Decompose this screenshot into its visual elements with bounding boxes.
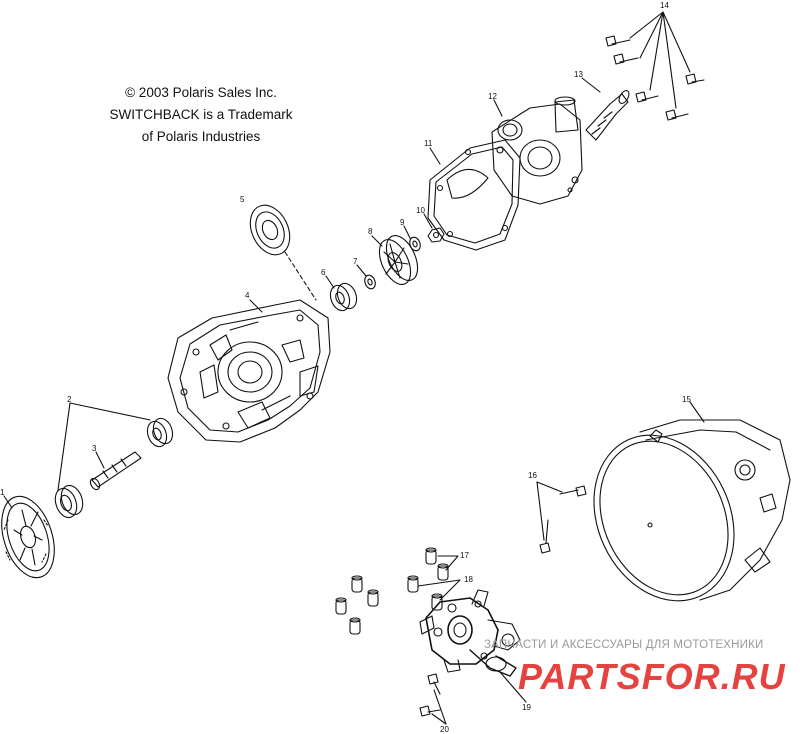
- leader-18: [417, 579, 461, 601]
- leader-20: [431, 689, 447, 725]
- leader-8: [371, 235, 383, 247]
- part-5-seal: [249, 204, 291, 256]
- part-16-bolts: [539, 485, 587, 554]
- leader-13: [581, 77, 601, 93]
- part-14-bolts: [605, 35, 705, 121]
- callout-6: 6: [321, 268, 326, 277]
- callout-17: 17: [460, 551, 469, 560]
- part-12-pump-cover: [491, 96, 583, 205]
- part-15-cover: [593, 419, 791, 602]
- callout-16: 16: [528, 471, 537, 480]
- callout-9: 9: [400, 218, 405, 227]
- callout-3: 3: [92, 444, 97, 453]
- leader-16: [536, 481, 563, 541]
- callout-10: 10: [416, 206, 425, 215]
- leader-14: [629, 11, 691, 109]
- leader-15: [689, 401, 705, 423]
- watermark-tagline: ЗАПЧАСТИ И АКСЕССУАРЫ ДЛЯ МОТОТЕХНИКИ: [484, 639, 764, 651]
- leader-3: [95, 451, 105, 469]
- callout-5: 5: [240, 195, 245, 204]
- part-17-18-bushings: [335, 547, 449, 635]
- leader-19: [499, 671, 527, 703]
- part-11-gasket: [427, 139, 521, 251]
- part-10-nut: [427, 227, 445, 243]
- leader-9: [403, 225, 411, 239]
- leader-6: [325, 275, 335, 289]
- callout-15: 15: [682, 395, 691, 404]
- part-9-washer: [409, 236, 421, 252]
- leader-2: [57, 402, 151, 491]
- leader-7: [356, 264, 367, 277]
- callout-2: 2: [67, 395, 72, 404]
- leader-4: [249, 299, 263, 313]
- callout-4: 4: [245, 291, 250, 300]
- callout-8: 8: [368, 227, 373, 236]
- callout-18: 18: [464, 575, 473, 584]
- part-4-housing: [167, 299, 331, 443]
- callout-20: 20: [440, 725, 449, 734]
- callout-1: 1: [0, 488, 5, 497]
- copyright-line: © 2003 Polaris Sales Inc.: [125, 85, 277, 100]
- leader-1: [3, 495, 13, 509]
- trademark-line: SWITCHBACK is a Trademark: [109, 107, 293, 122]
- part-2-bearing-upper: [146, 417, 174, 448]
- part-7-washer: [364, 274, 376, 290]
- callout-13: 13: [574, 70, 583, 79]
- watermark-logo: PARTSFOR.RU: [518, 656, 786, 697]
- part-2-bearing-lower: [54, 484, 84, 519]
- leader-10: [423, 213, 433, 229]
- leader-11: [429, 147, 441, 165]
- part-20-screws: [419, 673, 441, 717]
- owner-line: of Polaris Industries: [141, 129, 261, 144]
- callout-14: 14: [660, 1, 669, 10]
- leader-12: [493, 99, 503, 117]
- part-19-oil-pump: [419, 589, 521, 677]
- part-8-impeller: [378, 235, 419, 285]
- leader-5: [284, 251, 317, 301]
- callout-19: 19: [522, 703, 531, 712]
- part-6-ring: [329, 282, 358, 312]
- part-3-shaft: [89, 451, 142, 491]
- copyright-notice: © 2003 Polaris Sales Inc. SWITCHBACK is …: [96, 82, 306, 148]
- part-13-elbow: [585, 90, 630, 141]
- leader-17: [437, 555, 459, 571]
- callout-7: 7: [353, 257, 358, 266]
- callout-11: 11: [424, 139, 433, 148]
- part-1-pulley: [1, 495, 55, 579]
- callout-12: 12: [488, 92, 497, 101]
